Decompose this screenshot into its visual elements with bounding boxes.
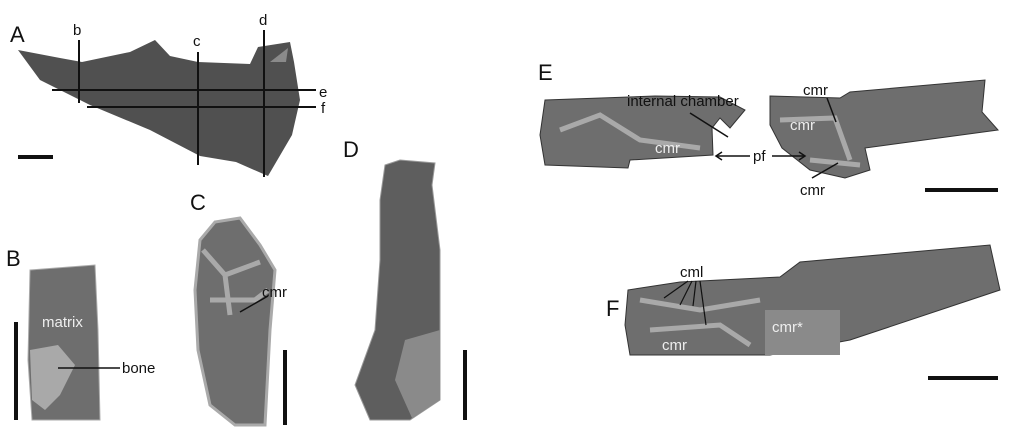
cml-leader-lines	[663, 280, 707, 326]
cmr-leader-e-top	[826, 97, 837, 123]
cmr-leader-c	[239, 295, 269, 313]
panel-c: C cmr	[190, 190, 287, 427]
section-e-right	[769, 79, 999, 179]
matrix-label: matrix	[42, 314, 83, 331]
cml-label: cml	[680, 264, 703, 281]
panel-label-c: C	[190, 190, 206, 215]
panel-label-f: F	[606, 296, 619, 321]
section-label-b: b	[73, 22, 81, 39]
cmr-star-region	[765, 310, 840, 355]
arrowhead-left-icon	[714, 151, 723, 161]
section-label-c: c	[193, 33, 201, 50]
pf-label: pf	[753, 148, 766, 165]
panel-label-d: D	[343, 137, 359, 162]
bone-struts-f	[639, 297, 761, 348]
section-label-e: e	[319, 84, 327, 101]
cmr-label-e-bottom: cmr	[800, 182, 825, 199]
panel-e: E internal chamber cmr cmr cmr pf cmr	[538, 60, 999, 199]
panel-d: D	[343, 137, 467, 421]
panel-label-b: B	[6, 246, 21, 271]
cmr-star-label: cmr*	[772, 319, 803, 336]
bone-b	[30, 345, 75, 410]
bone-struts-c	[201, 248, 270, 316]
panel-f: F cml cmr cmr*	[606, 244, 1001, 380]
section-label-d: d	[259, 12, 267, 29]
panel-label-a: A	[10, 22, 25, 47]
internal-chamber-leader	[689, 112, 729, 138]
cmr-label-c: cmr	[262, 284, 287, 301]
section-label-f: f	[321, 100, 326, 117]
arrowhead-right-icon	[798, 151, 807, 161]
cmr-label-e-top: cmr	[803, 82, 828, 99]
section-e-left	[539, 95, 746, 169]
bone-label: bone	[122, 360, 155, 377]
cmr-label-e-mid: cmr	[790, 117, 815, 134]
section-c	[193, 216, 277, 427]
cmr-label-f: cmr	[662, 337, 687, 354]
cmr-label-e-left: cmr	[655, 140, 680, 157]
cmr-leader-e-bottom	[811, 162, 839, 179]
panel-b: B matrix bone	[6, 246, 155, 421]
bone-d	[395, 330, 440, 418]
bone-highlight-a	[270, 48, 288, 62]
panel-label-e: E	[538, 60, 553, 85]
panel-a: A b c d e f	[10, 12, 327, 177]
internal-chamber-label: internal chamber	[627, 93, 739, 110]
